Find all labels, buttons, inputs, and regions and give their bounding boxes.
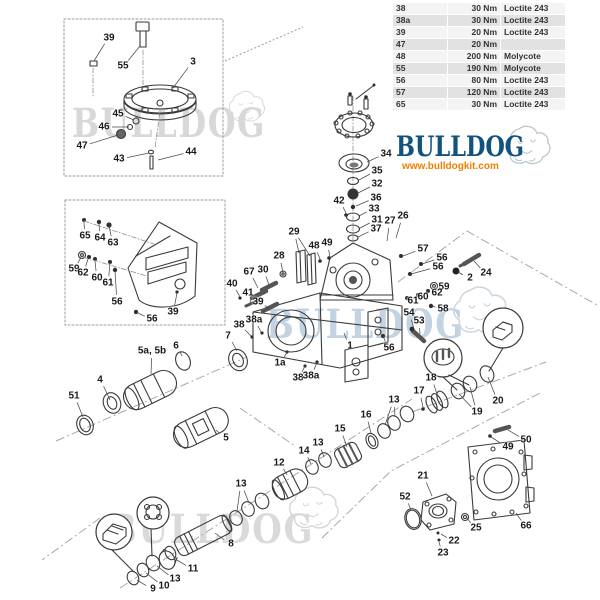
thread-lock-note: Loctite 243 [501,87,565,98]
torque-value: 200 Nm [448,51,500,62]
part-number: 39 [393,27,447,38]
torque-value: 30 Nm [448,3,500,14]
part-number: 38 [393,3,447,14]
website-link[interactable]: www.bulldogkit.com [402,161,499,172]
watermark-text-center: BULLDOG [266,301,465,348]
thread-lock-note: Loctite 243 [501,3,565,14]
torque-value: 20 Nm [448,27,500,38]
thread-lock-note: Molycote [501,63,565,74]
part-number: 55 [393,63,447,74]
torque-value: 30 Nm [448,15,500,26]
bottom-right-mount-group [404,424,535,542]
piston-group [126,405,415,586]
watermark-text-top: BULLDOG [72,99,266,146]
part-number: 57 [393,87,447,98]
torque-table-row: 38a 30 Nm Loctite 243 [393,15,565,26]
torque-value: 30 Nm [448,99,500,110]
part-number: 65 [393,99,447,110]
brand-logo: BULLDOG [396,130,525,163]
main-body [228,242,403,383]
detail-circles-right [421,307,524,414]
part-number: 38a [393,15,447,26]
torque-value: 120 Nm [448,87,500,98]
valve-stack [333,83,376,245]
thread-lock-note: Loctite 243 [501,99,565,110]
torque-table-row: 57 120 Nm Loctite 243 [393,87,565,98]
torque-table-row: 65 30 Nm Loctite 243 [393,99,565,110]
part-number: 48 [393,51,447,62]
detail-circles-bottom-left [95,496,170,573]
thread-lock-note: Loctite 243 [501,15,565,26]
part-number: 56 [393,75,447,86]
torque-value: 190 Nm [448,63,500,74]
thread-lock-note: Molycote [501,51,565,62]
spool-group [76,351,229,449]
right-parts-group [399,252,482,344]
torque-table-row: 38 30 Nm Loctite 243 [393,3,565,14]
assembly-box-bracket [64,199,226,326]
torque-table-row: 48 200 Nm Molycote [393,51,565,62]
thread-lock-note [501,39,565,50]
thread-lock-note: Loctite 243 [501,27,565,38]
torque-table-row: 47 20 Nm [393,39,565,50]
torque-table-row: 55 190 Nm Molycote [393,63,565,74]
torque-value: 20 Nm [448,39,500,50]
thread-lock-note: Loctite 243 [501,75,565,86]
part-number: 47 [393,39,447,50]
assembly-box-top-left [63,18,224,177]
chain-lines [41,26,598,589]
torque-table-row: 39 20 Nm Loctite 243 [393,27,565,38]
torque-value: 80 Nm [448,75,500,86]
leader-lines [76,43,522,586]
torque-table: 38 30 Nm Loctite 243 38a 30 Nm Loctite 2… [392,2,566,111]
torque-table-row: 56 80 Nm Loctite 243 [393,75,565,86]
